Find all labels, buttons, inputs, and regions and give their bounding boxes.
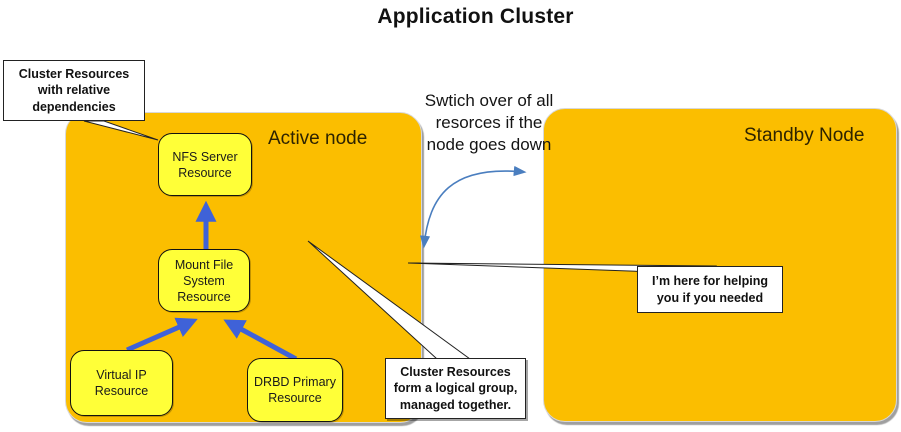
diagram-title: Application Cluster bbox=[377, 5, 574, 28]
callout-helper: I’m here for helping you if you needed bbox=[637, 266, 783, 313]
active-node-label: Active node bbox=[268, 128, 368, 149]
resource-box-nfs-server: NFS Server Resource bbox=[158, 133, 252, 196]
standby-node-label: Standby Node bbox=[744, 125, 865, 146]
resource-box-virtual-ip: Virtual IP Resource bbox=[70, 350, 173, 416]
callout-dependencies: Cluster Resources with relative dependen… bbox=[3, 60, 145, 121]
resource-box-drbd-primary: DRBD Primary Resource bbox=[247, 358, 343, 422]
resource-box-mount-filesystem: Mount File System Resource bbox=[158, 249, 250, 312]
failover-arc-arrow-icon bbox=[419, 165, 527, 249]
callout-logical-group: Cluster Resources form a logical group, … bbox=[385, 358, 526, 419]
standby-node-box: Standby Node bbox=[543, 108, 897, 422]
failover-annotation: Swtich over of all resorces if the node … bbox=[424, 91, 554, 154]
